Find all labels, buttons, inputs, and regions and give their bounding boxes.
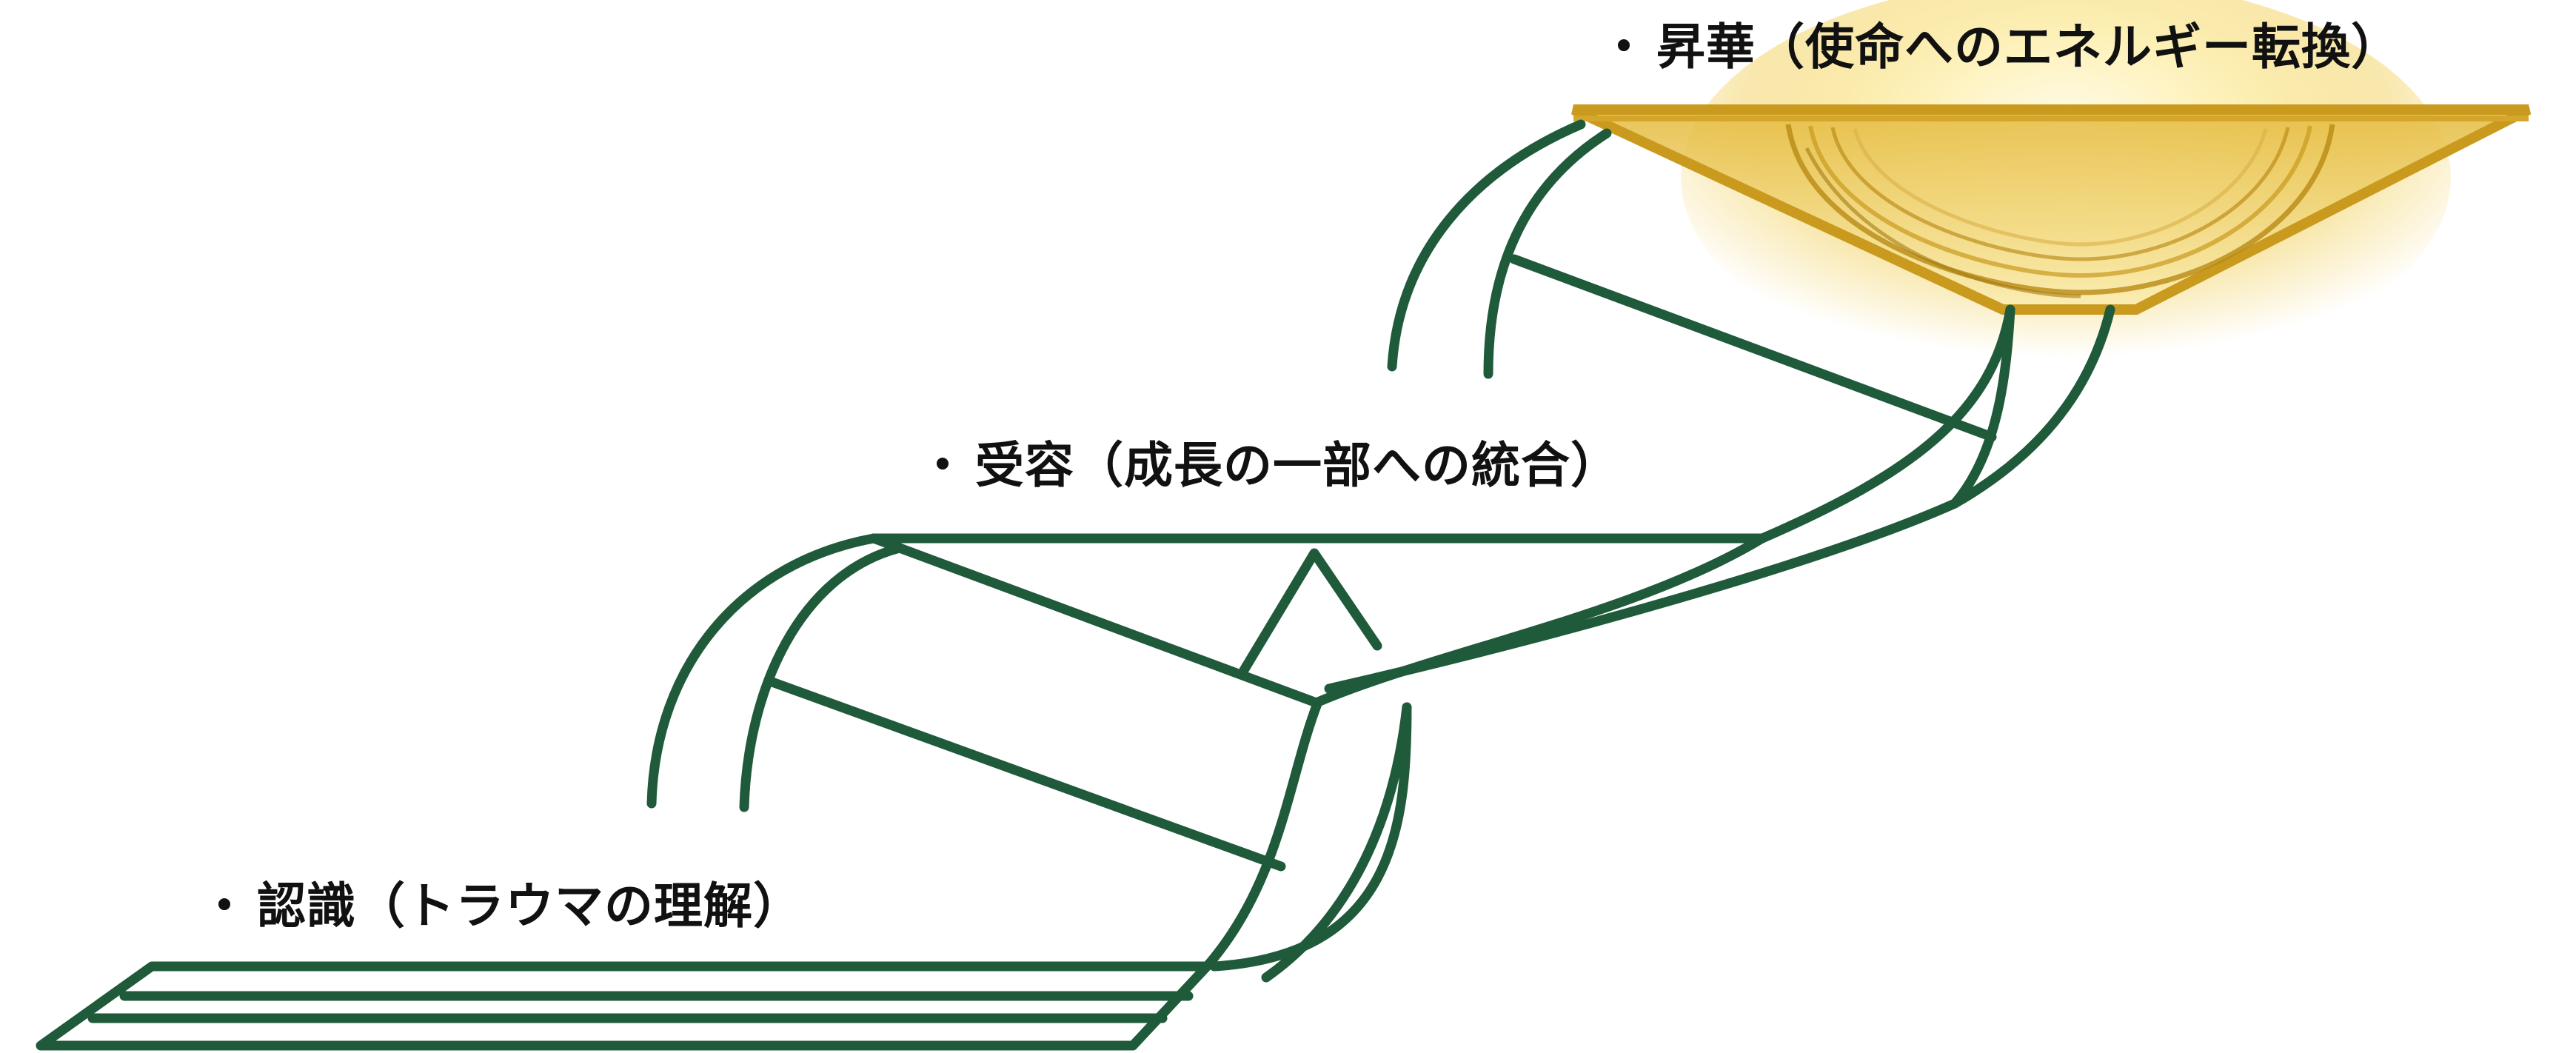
helix-mid-curve-d xyxy=(1209,702,1412,972)
helix-mid-sweep xyxy=(1324,304,2115,694)
stage-text: 受容（成長の一部への統合） xyxy=(975,437,1620,494)
step-acceptance xyxy=(765,533,1767,872)
stage-text: 昇華（使命へのエネルギー転換） xyxy=(1656,19,2401,76)
stage-label-sublimation: ・昇華（使命へのエネルギー転換） xyxy=(1599,7,2401,78)
helix-upper-outer xyxy=(1387,119,1586,372)
helix-mid-curve-b xyxy=(1261,702,1412,983)
stage-bullet: ・ xyxy=(918,437,968,494)
step-upper-rung xyxy=(1509,254,1997,442)
helix-upper-inner xyxy=(1483,128,1612,379)
stage-text: 認識（トラウマの理解） xyxy=(257,877,803,935)
helix-mid-sweep-2 xyxy=(1757,304,2015,544)
stage-bullet: ・ xyxy=(200,877,250,935)
helix-mid-curve-a xyxy=(1202,697,1323,972)
helix-lower-outer xyxy=(646,533,879,809)
sublimation-platform xyxy=(1571,104,2532,315)
step-recognition xyxy=(36,961,1212,1051)
stage-label-acceptance: ・受容（成長の一部への統合） xyxy=(918,426,1620,497)
spiral-staircase xyxy=(36,119,2115,1051)
stage-bullet: ・ xyxy=(1599,19,1649,76)
helix-lower-inner xyxy=(739,543,905,812)
helix-upper-right xyxy=(1950,304,2015,509)
stage-label-recognition: ・認識（トラウマの理解） xyxy=(200,866,803,937)
